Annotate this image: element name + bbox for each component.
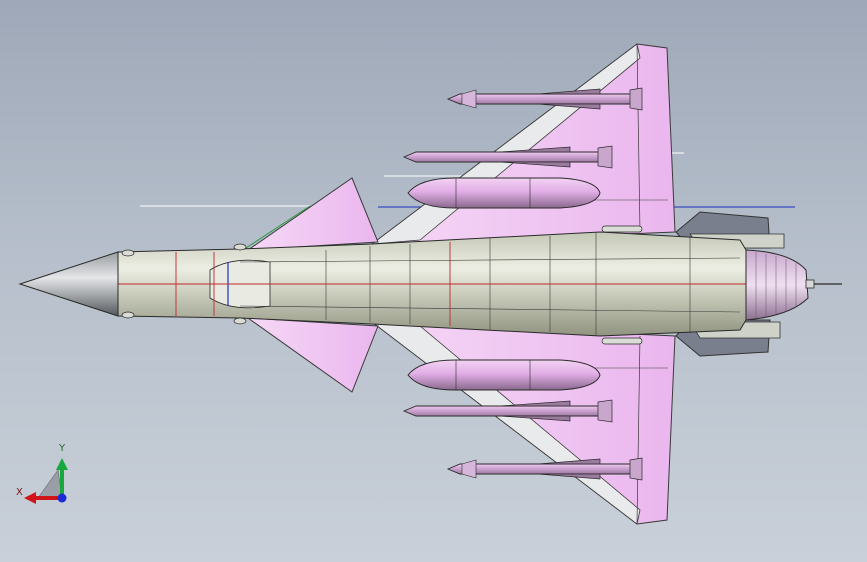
x-axis-label: X [16,487,23,498]
missile-upper-outer [446,87,643,111]
fuselage [117,231,747,337]
upper-drop-tank [407,177,601,209]
missile-lower-outer [446,457,643,481]
pylon-details [121,225,643,345]
lower-wing [370,321,676,525]
y-axis-label: Y [59,443,66,454]
upper-wing [370,43,676,245]
lower-canard [246,317,379,393]
missile-lower-inner [402,399,613,423]
missile-upper-inner [402,145,613,169]
nose-cone [18,251,119,317]
engine-nozzle [745,249,842,321]
upper-canard [246,177,379,251]
lower-drop-tank [407,359,601,391]
